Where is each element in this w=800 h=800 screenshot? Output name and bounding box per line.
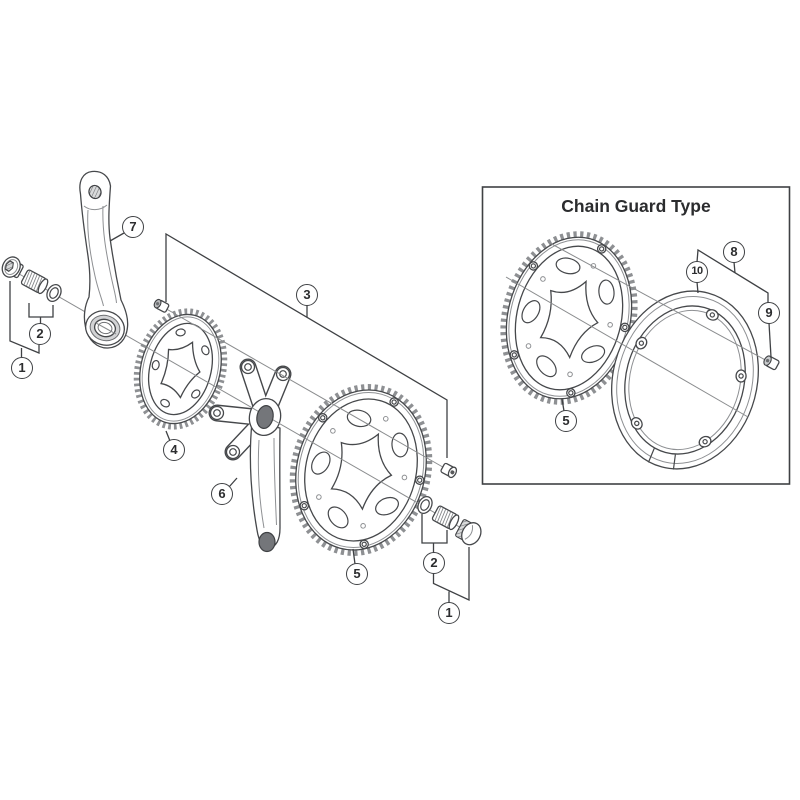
callout-small-chainring: 4 — [163, 439, 185, 461]
spider-spindle-hole — [256, 405, 274, 429]
guard-bolt — [763, 355, 780, 371]
chainring-bolt-right — [440, 462, 458, 479]
callout-right-crank-arm: 6 — [211, 483, 233, 505]
large-chainring-inset — [500, 231, 638, 405]
callout-large-chainring: 5 — [346, 563, 368, 585]
washer-left — [46, 284, 62, 302]
callout-large-chainring-inset: 5 — [555, 410, 577, 432]
inset-title: Chain Guard Type — [561, 196, 711, 216]
callout-chain-guard: 10 — [686, 261, 708, 283]
left-crank-arm — [79, 170, 129, 349]
crank-bolt-threads-right — [431, 505, 460, 531]
callout-left-crank-arm: 7 — [122, 216, 144, 238]
callout-washer-set-left: 2 — [29, 323, 51, 345]
callout-chainring-bolt-set: 3 — [296, 284, 318, 306]
callout-crank-bolt-left: 1 — [11, 357, 33, 379]
crank-dust-cap-right — [455, 519, 482, 546]
crank-cap-bolt-left — [1, 256, 24, 279]
callout-washer-set-right: 2 — [423, 552, 445, 574]
washer-right — [417, 496, 433, 514]
callout-guard-fixing-bolt: 9 — [758, 302, 780, 324]
chainring-bolt-left — [153, 298, 170, 313]
callout-leader-lines — [9, 232, 772, 603]
callout-chain-guard-set: 8 — [723, 241, 745, 263]
crank-bolt-threads-left — [20, 269, 49, 295]
right-crank-arm-spider — [208, 358, 292, 553]
small-chainring — [133, 308, 228, 430]
callout-crank-bolt-right: 1 — [438, 602, 460, 624]
pedal-hole — [88, 184, 102, 200]
